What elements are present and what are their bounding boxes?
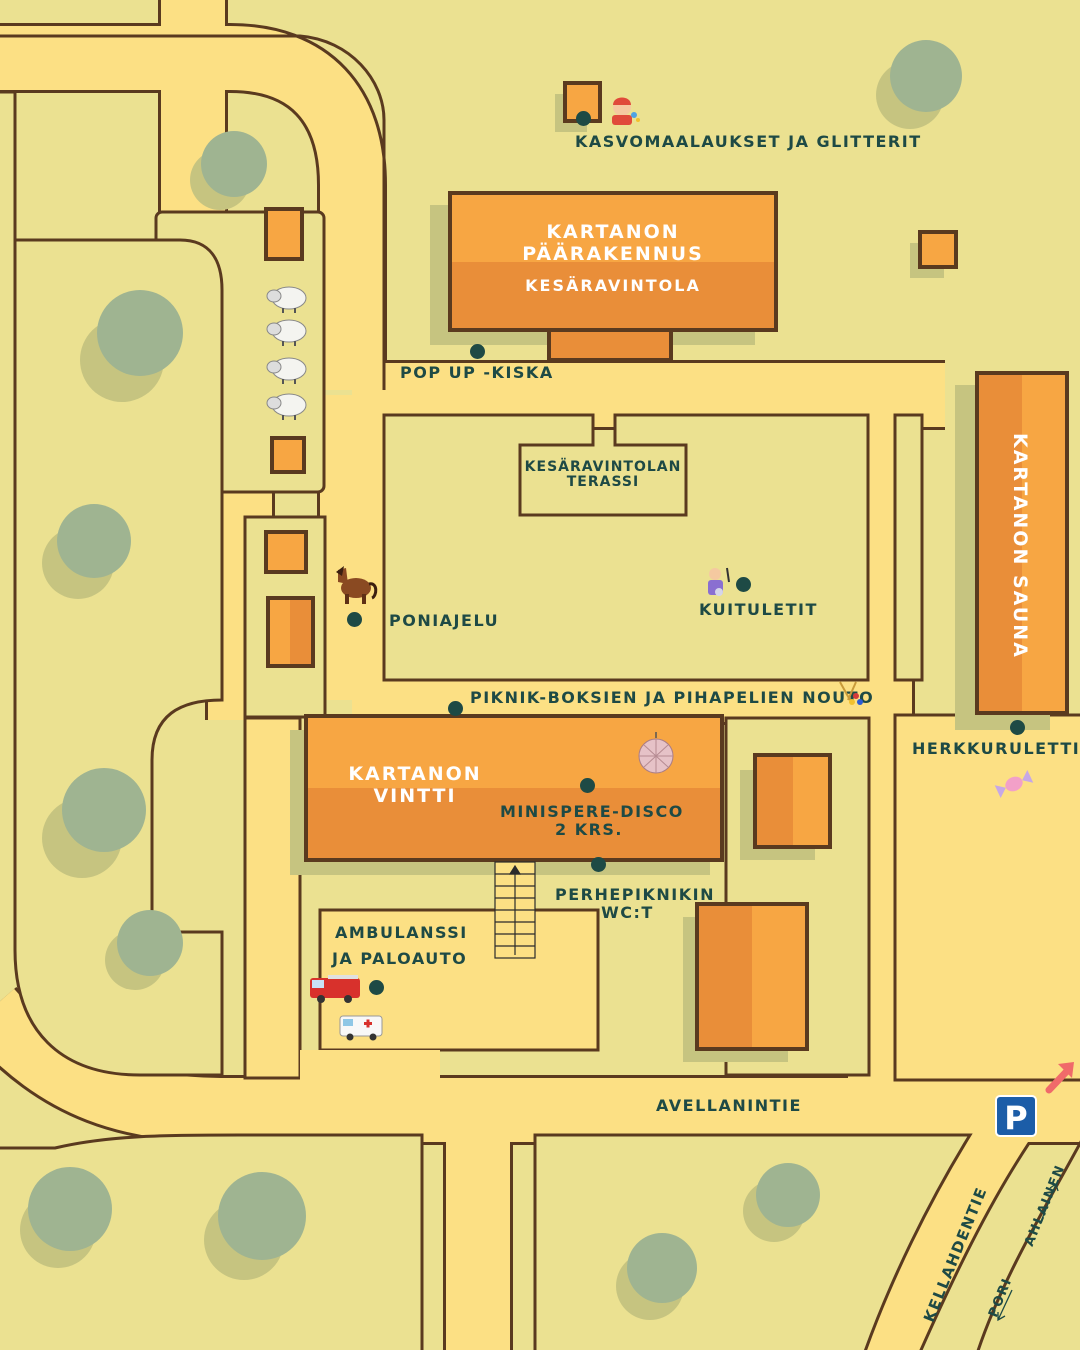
wc-line2: WC:T bbox=[601, 902, 654, 922]
avellanintie-label: AVELLANINTIE bbox=[656, 1096, 802, 1115]
poniajelu-marker[interactable] bbox=[347, 612, 362, 627]
disco-line1: MINISPERE-DISCO bbox=[500, 802, 684, 821]
terassi-line2: TERASSI bbox=[566, 474, 640, 491]
wc-line1: PERHEPIKNIKIN bbox=[555, 885, 715, 904]
vintti-line2: VINTTI bbox=[373, 784, 457, 807]
kuituletit-label: KUITULETIT bbox=[699, 600, 818, 619]
terassi-line1: KESÄRAVINTOLAN bbox=[524, 459, 682, 475]
piknik-marker[interactable] bbox=[448, 701, 463, 716]
parking-icon[interactable]: P bbox=[995, 1095, 1037, 1137]
paarakennus-line1: KARTANON bbox=[546, 221, 680, 243]
vintti-line1: KARTANON bbox=[348, 763, 482, 785]
wc-marker[interactable] bbox=[591, 857, 606, 872]
ambulanssi-marker[interactable] bbox=[369, 980, 384, 995]
ambulanssi-line1: AMBULANSSI bbox=[335, 923, 468, 942]
popup-label: POP UP -KISKA bbox=[400, 363, 554, 382]
poniajelu-label: PONIAJELU bbox=[389, 611, 500, 630]
herkkuruletti-label: HERKKURULETTI bbox=[912, 739, 1080, 758]
sauna-label: KARTANON SAUNA bbox=[1009, 433, 1031, 659]
disco-marker[interactable] bbox=[580, 778, 595, 793]
stairs bbox=[494, 861, 536, 959]
building-vintti-title: KARTANON VINTTI bbox=[330, 763, 500, 808]
kuituletit-marker[interactable] bbox=[736, 577, 751, 592]
ambulanssi-line2: JA PALOAUTO bbox=[332, 949, 468, 968]
popup-marker[interactable] bbox=[470, 344, 485, 359]
kasvomaalaukset-marker[interactable] bbox=[576, 111, 591, 126]
building-paarakennus-title: KARTANON PÄÄRAKENNUS bbox=[450, 221, 776, 266]
terassi-label: KESÄRAVINTOLAN TERASSI bbox=[520, 459, 686, 491]
disco-label: MINISPERE-DISCO 2 KRS. bbox=[500, 802, 684, 839]
piknik-label: PIKNIK-BOKSIEN JA PIHAPELIEN NOUTO bbox=[470, 688, 875, 707]
disco-line2: 2 KRS. bbox=[554, 819, 624, 839]
kesaravintola-label: KESÄRAVINTOLA bbox=[525, 276, 701, 295]
kasvomaalaukset-label: KASVOMAALAUKSET JA GLITTERIT bbox=[575, 132, 922, 151]
herkkuruletti-marker[interactable] bbox=[1010, 720, 1025, 735]
wc-label: PERHEPIKNIKIN WC:T bbox=[555, 885, 715, 922]
trees bbox=[20, 40, 962, 1320]
paarakennus-line2: PÄÄRAKENNUS bbox=[522, 242, 704, 265]
ambulanssi-label: AMBULANSSI JA PALOAUTO bbox=[332, 920, 468, 972]
